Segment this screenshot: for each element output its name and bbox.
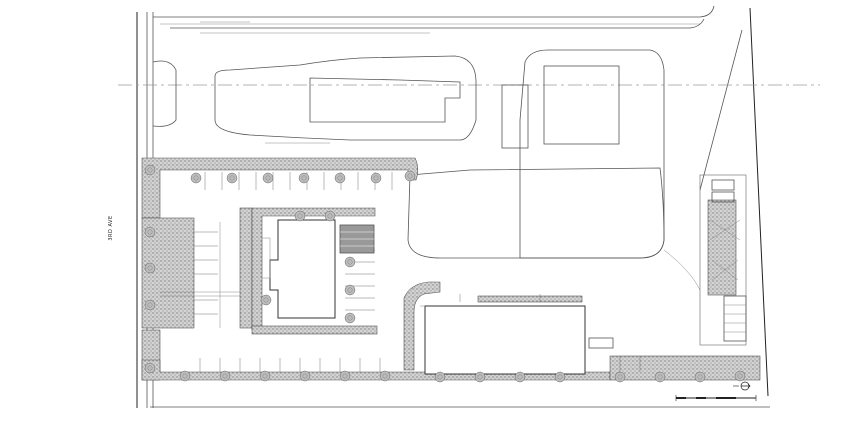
landscape-areas [141, 157, 761, 381]
tree-icon [474, 371, 486, 383]
tree-icon [226, 172, 238, 184]
center-building [269, 219, 336, 319]
tree-icon [144, 362, 156, 374]
property-lines [118, 7, 820, 408]
tree-icon [294, 210, 306, 222]
tree-icon [734, 370, 746, 382]
tree-icon [259, 370, 271, 382]
tree-icon [334, 172, 346, 184]
east-details [588, 179, 747, 349]
tree-icon [344, 256, 356, 268]
tree-icon [694, 371, 706, 383]
tree-icon [144, 262, 156, 274]
tree-icon [654, 371, 666, 383]
tree-icon [344, 312, 356, 324]
tree-icon [344, 284, 356, 296]
tree-icon [144, 226, 156, 238]
proposed-buildings [261, 219, 586, 375]
street-name: 3RD AVE [108, 215, 114, 240]
tree-icon [298, 172, 310, 184]
tree-icon [260, 294, 272, 306]
tree-icon [379, 370, 391, 382]
north-road [153, 5, 715, 34]
south-building [424, 305, 586, 375]
tree-icon [144, 164, 156, 176]
entry-island [152, 60, 177, 127]
tree-icon [324, 210, 336, 222]
future-retail-building-a [309, 77, 461, 123]
tree-icon [219, 370, 231, 382]
tree-icon [339, 370, 351, 382]
scale-bar-icon [675, 395, 757, 401]
open-paved-area [407, 167, 701, 291]
tree-icon [404, 170, 416, 182]
tree-icon [554, 371, 566, 383]
tree-icon [262, 172, 274, 184]
future-link [501, 84, 529, 149]
tree-icon [434, 371, 446, 383]
tree-icon [514, 371, 526, 383]
tree-icon [179, 370, 191, 382]
tree-icon [614, 371, 626, 383]
tree-icon [299, 370, 311, 382]
tree-icon [370, 172, 382, 184]
future-retail-building-b [543, 65, 620, 145]
tree-icon [190, 172, 202, 184]
north-arrow-icon [733, 381, 751, 391]
tree-icon [144, 299, 156, 311]
